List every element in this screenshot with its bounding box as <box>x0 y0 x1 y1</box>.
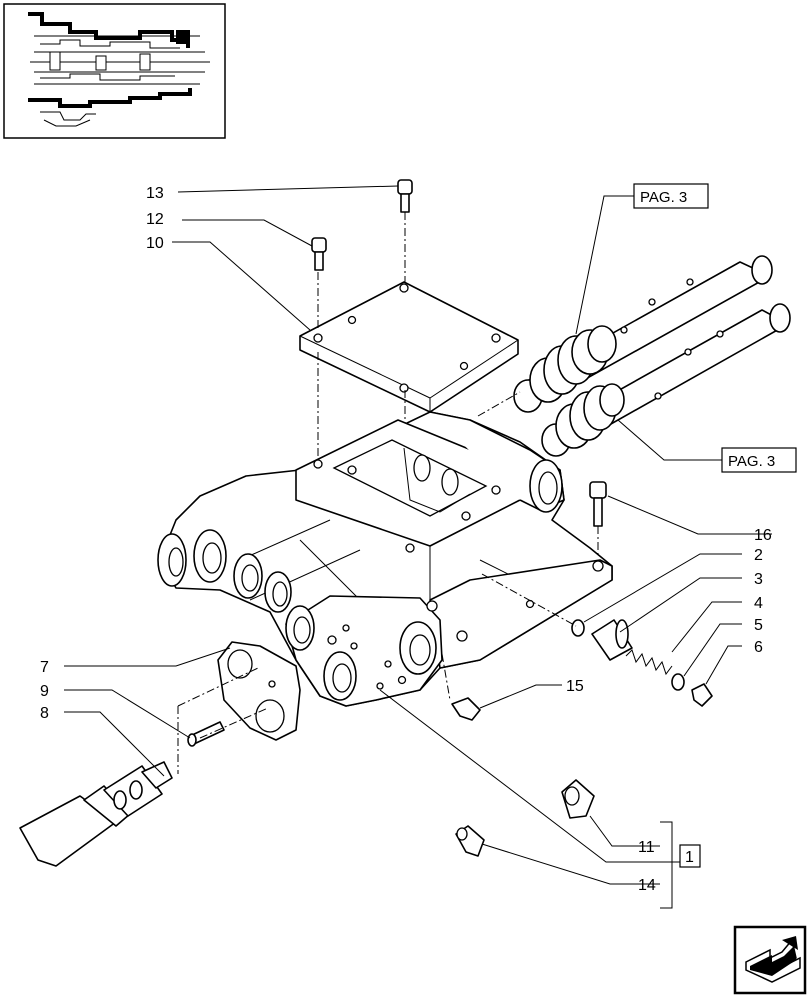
group-bracket <box>660 821 673 909</box>
seal-ring-2[interactable] <box>571 619 585 637</box>
callout-11: 11 <box>638 839 655 856</box>
plug-14[interactable] <box>455 825 485 857</box>
callout-15: 15 <box>566 678 584 695</box>
screw-9[interactable] <box>187 721 225 747</box>
callout-2: 2 <box>754 547 763 564</box>
control-valve-housing[interactable] <box>157 411 613 707</box>
piston-3[interactable] <box>591 619 633 661</box>
gasket-7[interactable] <box>217 641 301 741</box>
leader-pag-top <box>575 195 634 335</box>
reference-box-top[interactable]: PAG. 3 <box>633 183 709 209</box>
callout-7: 7 <box>40 659 49 676</box>
callout-9: 9 <box>40 683 49 700</box>
washer-5[interactable] <box>671 673 685 691</box>
callout-8: 8 <box>40 705 49 722</box>
callout-5: 5 <box>754 617 763 634</box>
axis-gasket <box>177 667 269 774</box>
selector-rods <box>477 255 791 457</box>
callout-10: 10 <box>146 235 164 252</box>
plug-6[interactable] <box>691 683 713 707</box>
bolt-13[interactable] <box>397 179 413 213</box>
transmission-thumbnail[interactable] <box>3 3 226 139</box>
reference-label-top: PAG. 3 <box>640 189 687 206</box>
gaiter-lower <box>541 383 625 457</box>
leader-lines <box>64 185 772 885</box>
callout-13: 13 <box>146 185 164 202</box>
next-page-arrow-icon[interactable] <box>733 925 807 995</box>
gaiter-upper <box>513 325 617 413</box>
callout-1: 1 <box>685 849 694 866</box>
callout-4: 4 <box>754 595 763 612</box>
bolt-12[interactable] <box>311 237 327 271</box>
reference-box-bottom[interactable]: PAG. 3 <box>721 447 797 473</box>
plug-15[interactable] <box>451 697 481 721</box>
spring-4[interactable] <box>625 649 673 676</box>
callout-12: 12 <box>146 211 164 228</box>
group-ref-box <box>679 844 701 868</box>
solenoid-valve-8[interactable] <box>19 761 173 867</box>
bolt-16[interactable] <box>589 481 607 527</box>
callout-6: 6 <box>754 639 763 656</box>
callout-14: 14 <box>638 877 656 894</box>
cover-plate[interactable] <box>299 281 519 413</box>
leader-pag-bottom <box>617 419 722 461</box>
reference-label-bottom: PAG. 3 <box>728 453 775 470</box>
callout-3: 3 <box>754 571 763 588</box>
callout-16: 16 <box>754 527 772 544</box>
bush-11[interactable] <box>561 779 595 819</box>
axis-small-parts <box>441 573 577 701</box>
